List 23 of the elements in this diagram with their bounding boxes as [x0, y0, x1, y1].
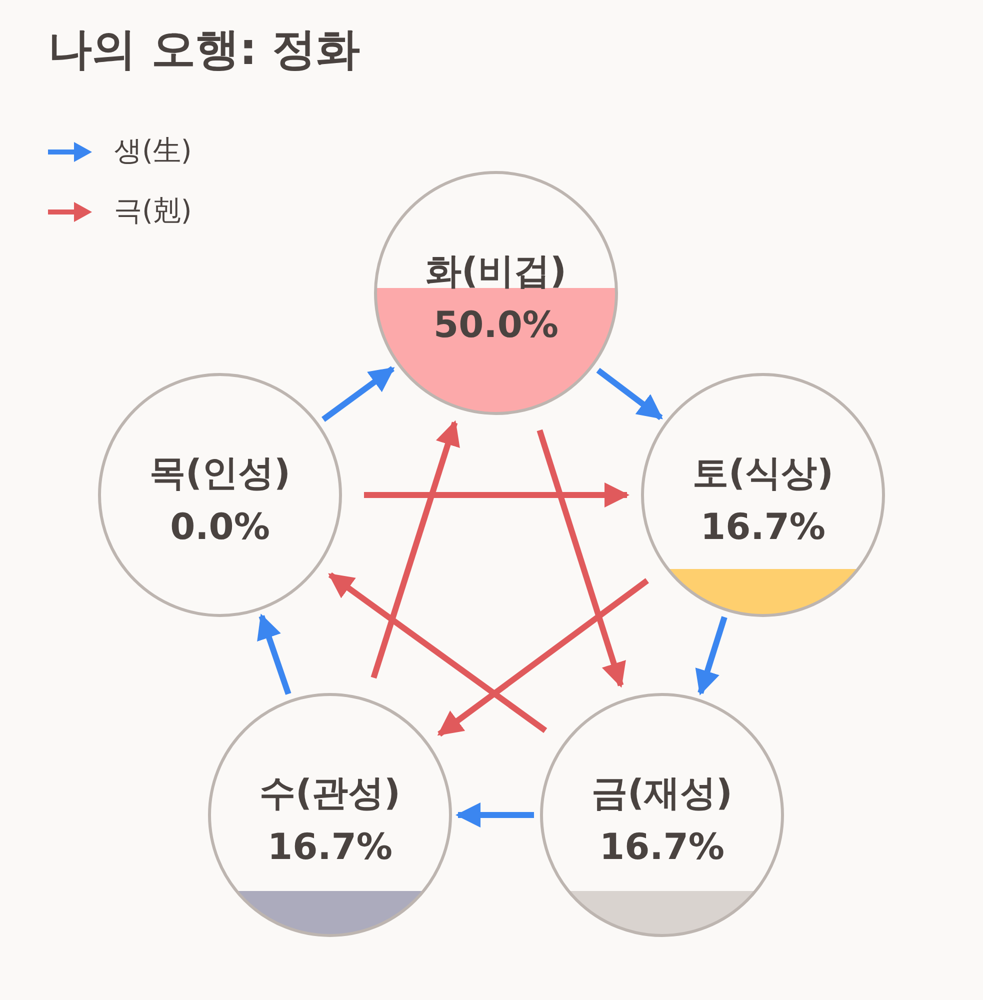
title: 나의 오행: 정화	[48, 23, 360, 77]
percentage-label: 0.0%	[169, 507, 271, 548]
arrow	[455, 802, 534, 828]
element-label: 금(재성)	[590, 772, 734, 816]
legend-label: 생(生)	[114, 133, 192, 169]
arrow	[322, 366, 395, 422]
percentage-label: 16.7%	[598, 827, 726, 868]
arrow	[364, 482, 630, 508]
arrow	[370, 420, 460, 679]
arrow	[328, 572, 548, 733]
element-label: 수(관성)	[258, 772, 402, 816]
legend-label: 극(剋)	[114, 193, 192, 229]
arrow	[437, 578, 649, 737]
arrow	[536, 429, 626, 688]
percentage-label: 16.7%	[266, 827, 394, 868]
element-label: 토(식상)	[692, 452, 834, 496]
percentage-label: 16.7%	[700, 507, 826, 548]
arrow	[596, 368, 663, 420]
element-label: 목(인성)	[148, 452, 292, 496]
element-label: 화(비겁)	[424, 250, 568, 294]
arrow	[257, 614, 292, 695]
arrow	[695, 616, 728, 696]
percentage-label: 50.0%	[432, 305, 560, 346]
